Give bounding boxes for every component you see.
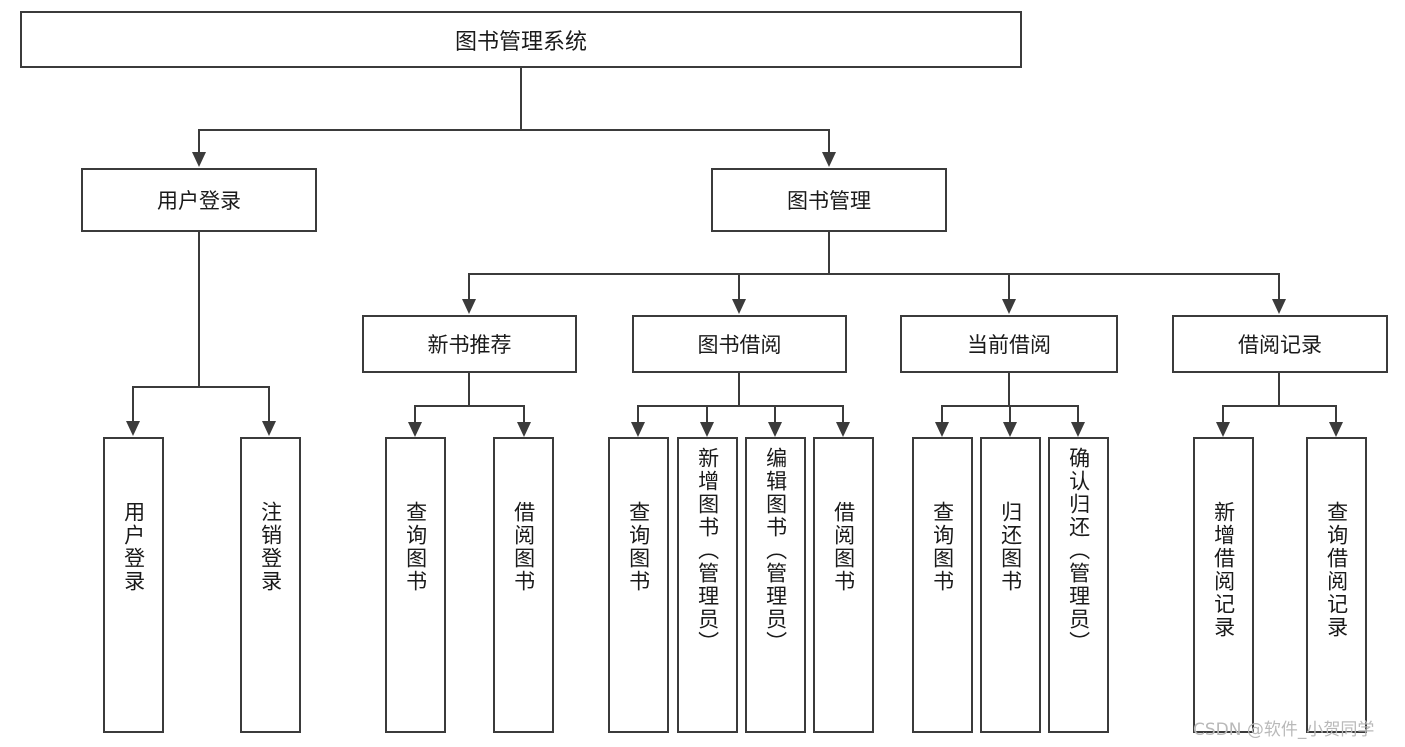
connector-book-manage-stem bbox=[828, 232, 830, 274]
connector-user-login-bus bbox=[132, 386, 268, 388]
leaf-label: 查询借阅记录 bbox=[1324, 501, 1349, 639]
node-label: 新书推荐 bbox=[427, 333, 512, 357]
node-label: 借阅记录 bbox=[1238, 333, 1322, 357]
connector-new-book-stem bbox=[468, 373, 470, 406]
leaf-query-book-recommend[interactable]: 查询图书 bbox=[385, 437, 446, 733]
leaf-return-book[interactable]: 归还图书 bbox=[980, 437, 1041, 733]
connector-new-book-bus bbox=[414, 405, 524, 407]
node-root-system[interactable]: 图书管理系统 bbox=[20, 11, 1022, 68]
connector-borrow-record-drop-2 bbox=[1335, 405, 1337, 423]
arrowhead-leaf-borrow-book-2 bbox=[836, 422, 850, 437]
connector-to-current-borrow bbox=[1008, 273, 1010, 300]
leaf-label: 新增图书（管理员） bbox=[695, 447, 720, 654]
leaf-label: 查询图书 bbox=[626, 501, 651, 593]
connector-book-borrow-drop-2 bbox=[706, 405, 708, 423]
connector-to-new-book-recommend bbox=[468, 273, 470, 300]
leaf-label: 确认归还（管理员） bbox=[1066, 447, 1091, 654]
leaf-query-book-current[interactable]: 查询图书 bbox=[912, 437, 973, 733]
leaf-label: 借阅图书 bbox=[831, 501, 856, 593]
leaf-label: 注销登录 bbox=[258, 501, 283, 593]
arrowhead-leaf-confirm-return bbox=[1071, 422, 1085, 437]
connector-book-borrow-bus bbox=[637, 405, 844, 407]
leaf-logout[interactable]: 注销登录 bbox=[240, 437, 301, 733]
leaf-label: 借阅图书 bbox=[511, 501, 536, 593]
connector-root-stem bbox=[520, 68, 522, 130]
connector-root-to-user-login bbox=[198, 129, 200, 153]
leaf-label: 归还图书 bbox=[998, 501, 1023, 593]
leaf-label: 查询图书 bbox=[403, 501, 428, 593]
leaf-borrow-book-recommend[interactable]: 借阅图书 bbox=[493, 437, 554, 733]
leaf-label: 用户登录 bbox=[121, 501, 146, 593]
connector-borrow-record-bus bbox=[1222, 405, 1336, 407]
connector-book-borrow-drop-1 bbox=[637, 405, 639, 423]
connector-user-login-drop-1 bbox=[132, 386, 134, 422]
connector-user-login-stem bbox=[198, 232, 200, 387]
node-label: 图书管理系统 bbox=[454, 29, 587, 55]
node-current-borrow[interactable]: 当前借阅 bbox=[900, 315, 1118, 373]
leaf-add-book-admin[interactable]: 新增图书（管理员） bbox=[677, 437, 738, 733]
arrowhead-user-login bbox=[192, 152, 206, 167]
connector-to-borrow-record bbox=[1278, 273, 1280, 300]
leaf-query-borrow-record[interactable]: 查询借阅记录 bbox=[1306, 437, 1367, 733]
arrowhead-leaf-query-book-3 bbox=[935, 422, 949, 437]
arrowhead-new-book-recommend bbox=[462, 299, 476, 314]
leaf-edit-book-admin[interactable]: 编辑图书（管理员） bbox=[745, 437, 806, 733]
csdn-watermark: CSDN @软件_小贺同学 bbox=[1193, 720, 1375, 740]
connector-to-book-borrow bbox=[738, 273, 740, 300]
leaf-label: 查询图书 bbox=[930, 501, 955, 593]
arrowhead-book-borrow bbox=[732, 299, 746, 314]
connector-new-book-drop-2 bbox=[523, 405, 525, 423]
node-user-login[interactable]: 用户登录 bbox=[81, 168, 317, 232]
arrowhead-leaf-edit-book bbox=[768, 422, 782, 437]
arrowhead-borrow-record bbox=[1272, 299, 1286, 314]
leaf-query-book-borrow[interactable]: 查询图书 bbox=[608, 437, 669, 733]
connector-user-login-drop-2 bbox=[268, 386, 270, 422]
node-borrow-record[interactable]: 借阅记录 bbox=[1172, 315, 1388, 373]
connector-borrow-record-drop-1 bbox=[1222, 405, 1224, 423]
arrowhead-leaf-query-record bbox=[1329, 422, 1343, 437]
node-book-borrow[interactable]: 图书借阅 bbox=[632, 315, 847, 373]
connector-borrow-record-stem bbox=[1278, 373, 1280, 406]
leaf-add-borrow-record[interactable]: 新增借阅记录 bbox=[1193, 437, 1254, 733]
arrowhead-leaf-user-login bbox=[126, 421, 140, 436]
leaf-label: 新增借阅记录 bbox=[1211, 501, 1236, 639]
arrowhead-leaf-query-book-2 bbox=[631, 422, 645, 437]
node-book-management[interactable]: 图书管理 bbox=[711, 168, 947, 232]
connector-current-borrow-drop-3 bbox=[1077, 405, 1079, 423]
arrowhead-leaf-return-book bbox=[1003, 422, 1017, 437]
arrowhead-current-borrow bbox=[1002, 299, 1016, 314]
node-new-book-recommend[interactable]: 新书推荐 bbox=[362, 315, 577, 373]
leaf-confirm-return-admin[interactable]: 确认归还（管理员） bbox=[1048, 437, 1109, 733]
node-label: 当前借阅 bbox=[967, 333, 1051, 357]
arrowhead-book-manage bbox=[822, 152, 836, 167]
connector-root-bus bbox=[198, 129, 830, 131]
node-label: 图书借阅 bbox=[697, 333, 782, 357]
connector-new-book-drop-1 bbox=[414, 405, 416, 423]
connector-book-borrow-drop-3 bbox=[774, 405, 776, 423]
connector-book-borrow-stem bbox=[738, 373, 740, 406]
node-label: 图书管理 bbox=[787, 189, 871, 213]
leaf-user-login[interactable]: 用户登录 bbox=[103, 437, 164, 733]
leaf-label: 编辑图书（管理员） bbox=[763, 447, 788, 654]
connector-book-borrow-drop-4 bbox=[842, 405, 844, 423]
connector-root-to-book-manage bbox=[828, 129, 830, 153]
arrowhead-leaf-borrow-book-1 bbox=[517, 422, 531, 437]
arrowhead-leaf-add-book bbox=[700, 422, 714, 437]
connector-current-borrow-drop-1 bbox=[941, 405, 943, 423]
arrowhead-leaf-query-book-1 bbox=[408, 422, 422, 437]
connector-book-manage-bus bbox=[468, 273, 1280, 275]
connector-current-borrow-stem bbox=[1008, 373, 1010, 406]
connector-current-borrow-drop-2 bbox=[1009, 405, 1011, 423]
leaf-borrow-book-borrow[interactable]: 借阅图书 bbox=[813, 437, 874, 733]
arrowhead-leaf-logout bbox=[262, 421, 276, 436]
node-label: 用户登录 bbox=[157, 189, 241, 213]
arrowhead-leaf-add-record bbox=[1216, 422, 1230, 437]
